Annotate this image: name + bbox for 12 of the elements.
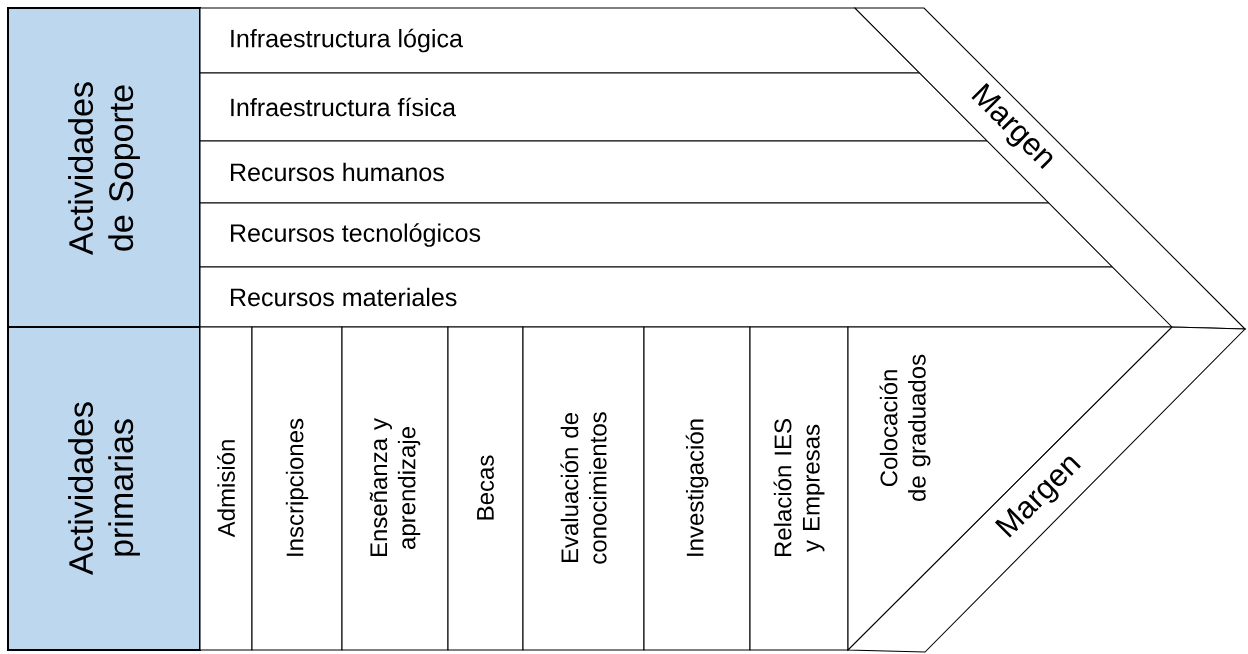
activity-column: Becas [447,326,524,651]
activity-column: Enseñanza y aprendizaje [341,326,449,651]
node-label: Colocación de graduados [879,354,931,501]
activity-column: Evaluación de conocimientos [522,326,645,651]
side-label: Actividades de Soporte [7,7,201,328]
activity-column: Inscripciones [251,326,343,651]
activity-column: Admisión [199,326,253,651]
support-row: Recursos tecnológicos [199,202,1116,268]
activity-column: Relación IES y Empresas [749,326,849,651]
activity-column: Investigación [643,326,751,651]
support-row: Infraestructura lógica [199,7,922,74]
side-label: Actividades primarias [7,326,201,651]
